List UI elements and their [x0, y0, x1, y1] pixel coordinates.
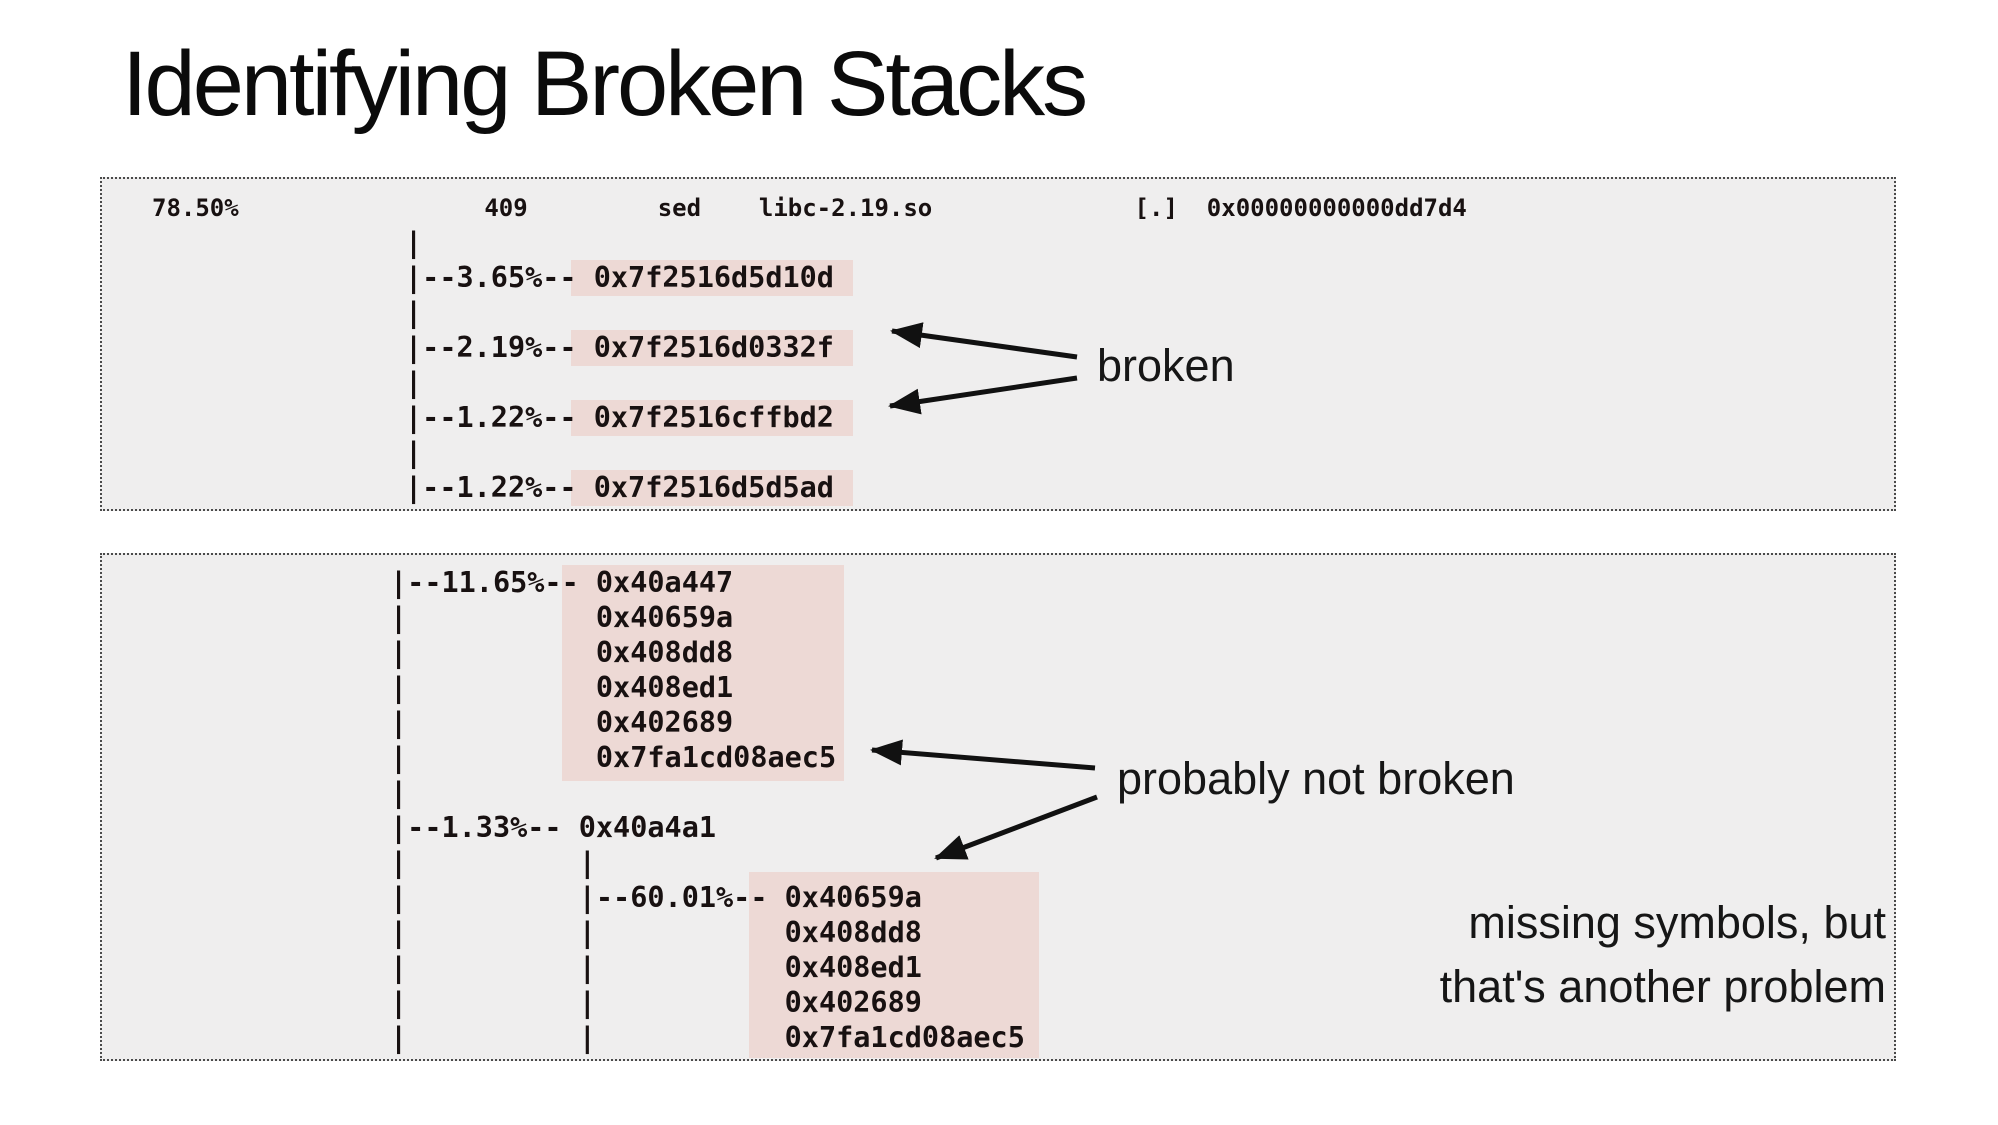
probably-not-broken-label: probably not broken — [1117, 753, 1515, 804]
highlight-rect-block-1 — [562, 565, 844, 781]
broken-label: broken — [1097, 340, 1235, 391]
perf-output-panel-not-broken: |--11.65%-- 0x40a447 | 0x40659a | 0x408d… — [100, 553, 1896, 1061]
missing-symbols-note-line2: that's another problem — [1439, 961, 1886, 1012]
highlight-rect-block-2 — [749, 872, 1039, 1058]
highlight-rect-address-4 — [571, 470, 853, 506]
perf-output-panel-broken: 78.50% 409 sed libc-2.19.so [.] 0x000000… — [100, 177, 1896, 511]
highlight-rect-address-3 — [571, 400, 853, 436]
perf-call-tree-2: |--11.65%-- 0x40a447 | 0x40659a | 0x408d… — [390, 566, 1025, 1054]
slide-title: Identifying Broken Stacks — [122, 33, 1088, 135]
perf-call-tree-1: | |--3.65%-- 0x7f2516d5d10d | |--2.19%--… — [405, 226, 834, 504]
highlight-rect-address-2 — [571, 330, 853, 366]
highlight-rect-address-1 — [571, 260, 853, 296]
missing-symbols-note-line1: missing symbols, but — [1468, 897, 1886, 948]
perf-summary-line: 78.50% 409 sed libc-2.19.so [.] 0x000000… — [152, 194, 1467, 222]
missing-symbols-note: missing symbols, but that's another prob… — [1440, 891, 1886, 1019]
